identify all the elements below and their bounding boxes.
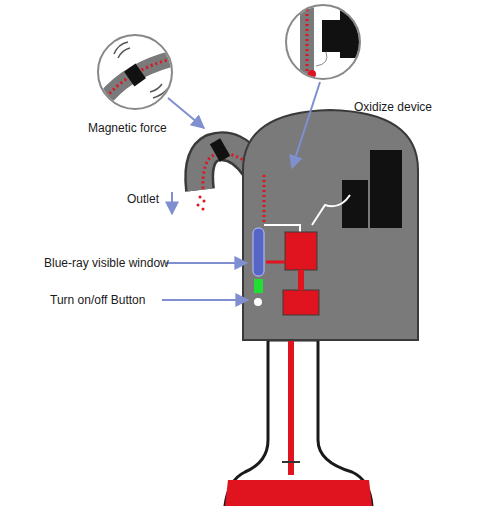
magnet-detail xyxy=(100,42,175,105)
tube-foot xyxy=(282,461,300,463)
part-label: Turn on/off Button xyxy=(50,293,145,307)
inner-flow xyxy=(263,175,266,225)
wine xyxy=(225,480,372,506)
part-label: Magnetic force xyxy=(88,121,167,135)
green-light xyxy=(254,279,263,293)
oxidize-detail xyxy=(300,4,365,94)
part-label: Blue-ray visible window xyxy=(44,256,169,270)
blue-window xyxy=(253,228,264,276)
chamber xyxy=(285,232,317,270)
bottle xyxy=(225,340,372,506)
window-link xyxy=(266,261,285,264)
magnet-inset xyxy=(98,35,172,109)
pump xyxy=(342,180,368,228)
power-button xyxy=(254,298,262,306)
connector xyxy=(298,270,304,290)
battery xyxy=(370,150,402,228)
part-label: Oxidize device xyxy=(354,100,432,114)
outlet-drops xyxy=(197,196,206,211)
device-body xyxy=(243,110,418,340)
magnet-clamp xyxy=(210,138,230,161)
oxidize-pipe xyxy=(312,195,350,225)
air-pipe xyxy=(264,225,300,232)
part-label: Outlet xyxy=(127,192,159,206)
leader-arrows xyxy=(162,82,320,300)
valve xyxy=(283,290,319,315)
